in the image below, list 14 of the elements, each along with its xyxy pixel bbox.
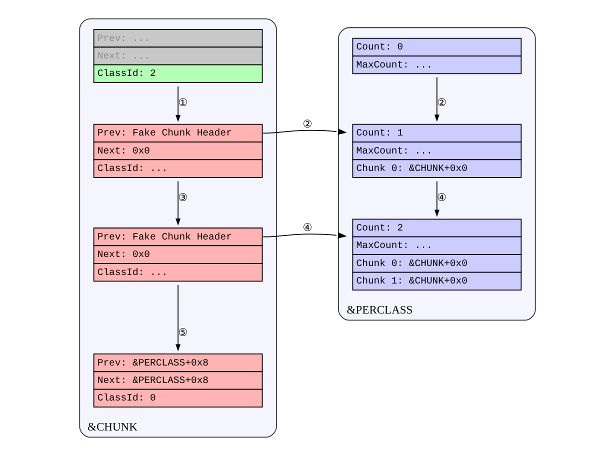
arrow (262, 128, 347, 135)
edge-label: ③ (178, 191, 188, 204)
edge-label: ② (437, 96, 447, 110)
arrow (176, 180, 181, 226)
arrow (434, 180, 440, 217)
edge-label: ② (302, 117, 312, 130)
edge-label: ① (178, 96, 188, 110)
arrow (434, 76, 440, 122)
arrow (176, 86, 181, 122)
arrow (262, 232, 347, 239)
arrow (176, 284, 181, 352)
edge-label: ⑤ (178, 326, 188, 339)
edge-label: ④ (437, 191, 447, 204)
edge-label: ④ (302, 221, 312, 234)
